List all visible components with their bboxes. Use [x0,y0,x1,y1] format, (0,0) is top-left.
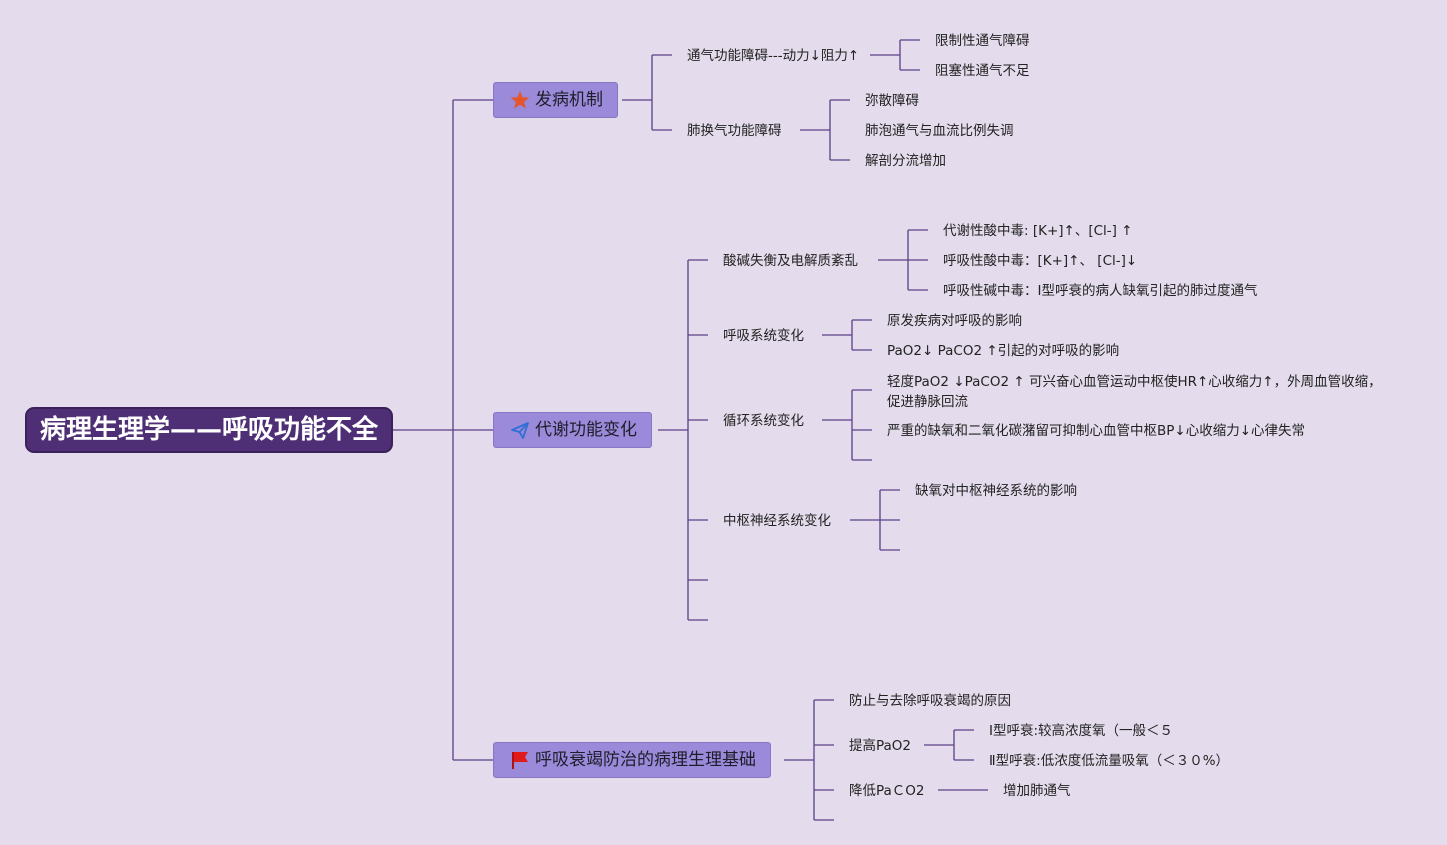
subtopic[interactable]: 轻度PaO2 ↓PaCO2 ↑ 可兴奋心血管运动中枢使HR↑心收缩力↑，外周血管… [887,374,1382,410]
star-icon [510,88,530,109]
topic-raise-pao2[interactable]: 提高PaO2 [849,738,912,754]
subtopic[interactable]: 呼吸性酸中毒：[K+]↑、 [Cl-]↓ [943,253,1138,269]
branch-label: 呼吸衰竭防治的病理生理基础 [535,750,756,770]
branch-label: 发病机制 [535,90,603,110]
subtopic[interactable]: 肺泡通气与血流比例失调 [865,123,1014,139]
subtopic[interactable]: Ⅱ型呼衰:低浓度低流量吸氧（＜３０%） [989,753,1230,769]
topic-respiratory-system[interactable]: 呼吸系统变化 [723,328,804,344]
subtopic[interactable]: 阻塞性通气不足 [935,63,1030,79]
topic-remove-cause[interactable]: 防止与去除呼吸衰竭的原因 [849,693,1011,709]
subtopic[interactable]: 呼吸性碱中毒：Ⅰ型呼衰的病人缺氧引起的肺过度通气 [943,283,1258,299]
topic-ventilation-disorder[interactable]: 通气功能障碍---动力↓阻力↑ [687,48,860,64]
subtopic[interactable]: 限制性通气障碍 [935,33,1030,49]
subtopic[interactable]: 缺氧对中枢神经系统的影响 [915,483,1077,499]
branch-treatment-basis[interactable]: 呼吸衰竭防治的病理生理基础 [493,742,771,778]
subtopic[interactable]: 代谢性酸中毒: [K+]↑、[Cl-] ↑ [943,223,1133,239]
branch-label: 代谢功能变化 [535,420,637,440]
red-flag-icon [510,748,530,769]
subtopic[interactable]: Ⅰ型呼衰:较高浓度氧（一般＜５ [989,723,1174,739]
topic-lower-paco2[interactable]: 降低PaＣO2 [849,783,925,799]
branch-metabolic-changes[interactable]: 代谢功能变化 [493,412,652,448]
branch-pathogenesis[interactable]: 发病机制 [493,82,618,118]
topic-circulatory-system[interactable]: 循环系统变化 [723,413,804,429]
topic-gas-exchange-disorder[interactable]: 肺换气功能障碍 [687,123,782,139]
subtopic[interactable]: 严重的缺氧和二氧化碳潴留可抑制心血管中枢BP↓心收缩力↓心律失常 [887,423,1306,439]
subtopic[interactable]: 原发疾病对呼吸的影响 [887,313,1022,329]
paper-plane-icon [510,418,530,439]
topic-cns[interactable]: 中枢神经系统变化 [723,513,831,529]
subtopic[interactable]: 增加肺通气 [1003,783,1071,799]
subtopic[interactable]: 解剖分流增加 [865,153,946,169]
topic-acid-base[interactable]: 酸碱失衡及电解质紊乱 [723,253,858,269]
root-node[interactable]: 病理生理学——呼吸功能不全 [25,407,393,453]
subtopic[interactable]: PaO2↓ PaCO2 ↑引起的对呼吸的影响 [887,343,1120,359]
subtopic[interactable]: 弥散障碍 [865,93,919,109]
